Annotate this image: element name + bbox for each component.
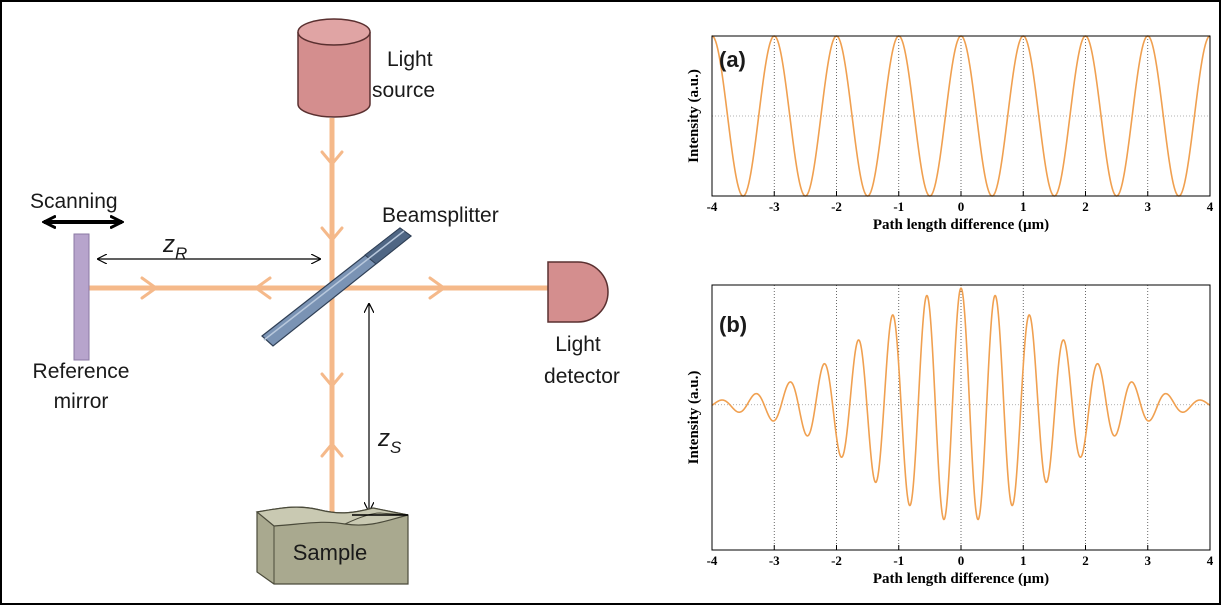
beam-arrow-up-1 xyxy=(320,441,344,458)
beam-arrows xyxy=(140,150,447,458)
chartB-x-tick-label: 2 xyxy=(1082,553,1089,568)
zs-label: zS xyxy=(377,425,402,457)
beam-arrow-down-1 xyxy=(320,150,344,167)
chartA-x-tick-label: 2 xyxy=(1082,199,1089,214)
chart-a: -4 -3 -2 -1 0 1 2 3 4 (a) Path length difference… xyxy=(686,35,1214,233)
chart-a-y-axis-title: Intensity (a.u.) xyxy=(686,69,702,163)
chartA-x-tick-label: -4 xyxy=(707,199,718,214)
zr-label-main: z xyxy=(162,231,175,258)
beamsplitter xyxy=(261,227,412,347)
chart-b-panel-label: (b) xyxy=(719,312,747,337)
chart-b-y-axis-title: Intensity (a.u.) xyxy=(686,371,702,465)
beam-arrow-right-2 xyxy=(428,276,447,300)
light-detector xyxy=(547,261,609,323)
chartB-x-tick-label: -3 xyxy=(769,553,780,568)
beam-arrow-right-1 xyxy=(140,276,159,300)
chart-a-ticks: -4 -3 -2 -1 0 1 2 3 4 xyxy=(707,191,1214,214)
reference-mirror xyxy=(73,233,90,361)
light-source-label-1: Light xyxy=(387,48,433,71)
beam-arrow-down-3 xyxy=(320,372,344,389)
beam-arrow-left-1 xyxy=(253,276,272,300)
chartB-x-tick-label: -4 xyxy=(707,553,718,568)
chartA-x-tick-label: 3 xyxy=(1145,199,1152,214)
zs-label-sub: S xyxy=(390,438,402,457)
chartA-x-tick-label: -2 xyxy=(831,199,842,214)
chart-b-x-axis-title: Path length difference (µm) xyxy=(873,571,1049,587)
scanning-label: Scanning xyxy=(30,190,118,213)
chartB-x-tick-label: 3 xyxy=(1145,553,1152,568)
chartB-x-tick-label: 0 xyxy=(958,553,965,568)
chartB-x-tick-label: -1 xyxy=(893,553,904,568)
chartB-x-tick-label: 1 xyxy=(1020,553,1027,568)
sample-label: Sample xyxy=(293,540,368,565)
light-source xyxy=(297,18,371,118)
reference-mirror-label-1: Reference xyxy=(33,360,130,383)
chartA-x-tick-label: 1 xyxy=(1020,199,1027,214)
light-detector-label-1: Light xyxy=(555,333,601,356)
light-detector-label-2: detector xyxy=(544,365,620,388)
sample xyxy=(255,506,409,585)
zs-label-main: z xyxy=(377,425,390,452)
zr-label-sub: R xyxy=(175,244,187,263)
reference-mirror-label-2: mirror xyxy=(54,390,109,413)
zr-label: zR xyxy=(162,231,187,263)
chartA-x-tick-label: -3 xyxy=(769,199,780,214)
beamsplitter-label: Beamsplitter xyxy=(382,204,499,227)
chart-a-x-axis-title: Path length difference (µm) xyxy=(873,217,1049,233)
chart-a-panel-label: (a) xyxy=(719,47,746,72)
chart-a-grid xyxy=(712,36,1210,196)
chartB-x-tick-label: 4 xyxy=(1207,553,1214,568)
light-source-label-2: source xyxy=(372,79,435,102)
chartA-x-tick-label: 0 xyxy=(958,199,965,214)
chartB-x-tick-label: -2 xyxy=(831,553,842,568)
chart-b-series-line xyxy=(711,287,1211,521)
beam-arrow-down-2 xyxy=(320,226,344,243)
interferometer-diagram: Light source Beamsplitter Reference mirr… xyxy=(30,18,620,585)
chartA-x-tick-label: 4 xyxy=(1207,199,1214,214)
chart-b-ticks: -4 -3 -2 -1 0 1 2 3 4 xyxy=(707,545,1214,568)
chart-b-grid xyxy=(712,285,1210,550)
chart-b: -4 -3 -2 -1 0 1 2 3 4 (b) Path length difference… xyxy=(686,284,1214,587)
chartA-x-tick-label: -1 xyxy=(893,199,904,214)
